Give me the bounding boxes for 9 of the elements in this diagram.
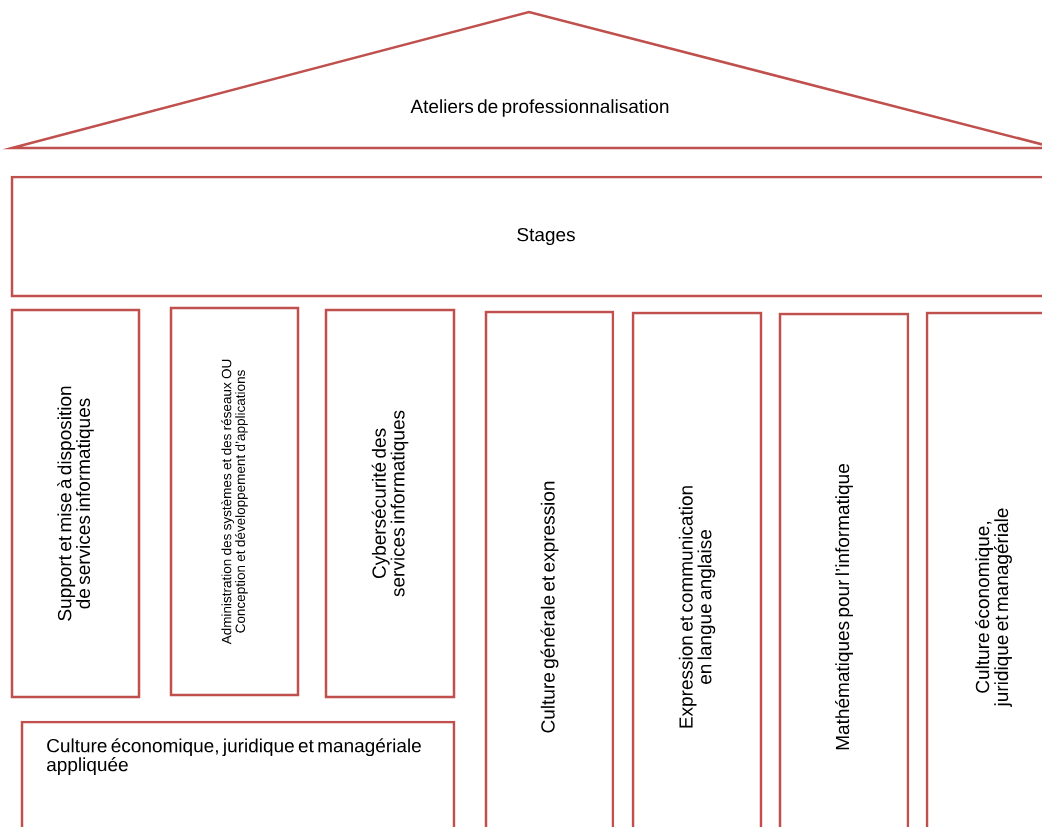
pillar-box: Culture générale et expression — [484, 310, 615, 827]
pillar-box: Cybersécurité des services informatiques — [324, 308, 456, 699]
pillar-box: Support et mise à disposition de services informatiques — [10, 308, 141, 699]
pillar-box: Expression et communication en langue anglaise — [631, 311, 763, 827]
base-box: Culture économique, juridique et managériale appliquée — [20, 720, 456, 827]
pillar-box: Culture économique, juridique et managériale — [925, 311, 1042, 827]
pillar-box: Mathématiques pour l’informatique — [778, 312, 910, 827]
pillar-box: Administration des systèmes et des réseaux OU Conception et développement d’applications — [169, 306, 300, 697]
stages-band: Stages — [10, 175, 1042, 298]
